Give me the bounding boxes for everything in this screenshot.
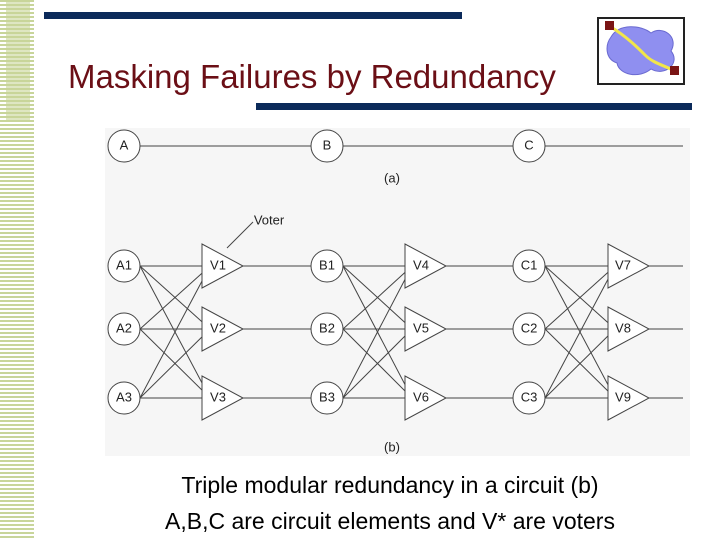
title-underline-bar	[256, 103, 692, 110]
voter-label: V2	[210, 320, 226, 335]
element-label: C2	[521, 320, 538, 335]
element-label-b: B	[323, 137, 332, 152]
voter-label: V7	[615, 257, 631, 272]
element-label: B2	[319, 320, 335, 335]
voter-label: V3	[210, 389, 226, 404]
redundant-elements	[107, 249, 546, 415]
element-label: A3	[116, 389, 132, 404]
voter-label: V4	[413, 257, 429, 272]
voter-callout-label: Voter	[254, 212, 285, 227]
top-accent-bar	[44, 12, 462, 19]
slide-title: Masking Failures by Redundancy	[68, 58, 556, 95]
voter-triangles	[201, 243, 651, 421]
tmr-diagram: A B C (a) Voter A1 A2 A3 B1 B2 B3 C1 C2 …	[107, 129, 683, 454]
caption-line-1: Triple modular redundancy in a circuit (…	[181, 472, 599, 498]
decorative-stripe-band	[0, 0, 34, 540]
voter-label: V9	[615, 389, 631, 404]
element-label: B1	[319, 257, 335, 272]
voter-label: V5	[413, 320, 429, 335]
figure-label-b: (b)	[384, 439, 400, 454]
figure-label-a: (a)	[384, 170, 400, 185]
network-logo-icon	[597, 17, 685, 85]
element-label: B3	[319, 389, 335, 404]
element-label-a: A	[120, 137, 129, 152]
voter-label: V6	[413, 389, 429, 404]
element-label: C3	[521, 389, 538, 404]
caption-line-2: A,B,C are circuit elements and V* are vo…	[165, 508, 615, 534]
voter-label: V8	[615, 320, 631, 335]
element-label: A1	[116, 257, 132, 272]
voter-label: V1	[210, 257, 226, 272]
tmr-circuit-figure: A B C (a) Voter A1 A2 A3 B1 B2 B3 C1 C2 …	[105, 128, 690, 456]
element-label: C1	[521, 257, 538, 272]
element-label: A2	[116, 320, 132, 335]
top-row-elements	[107, 129, 546, 163]
element-label-c: C	[524, 137, 533, 152]
